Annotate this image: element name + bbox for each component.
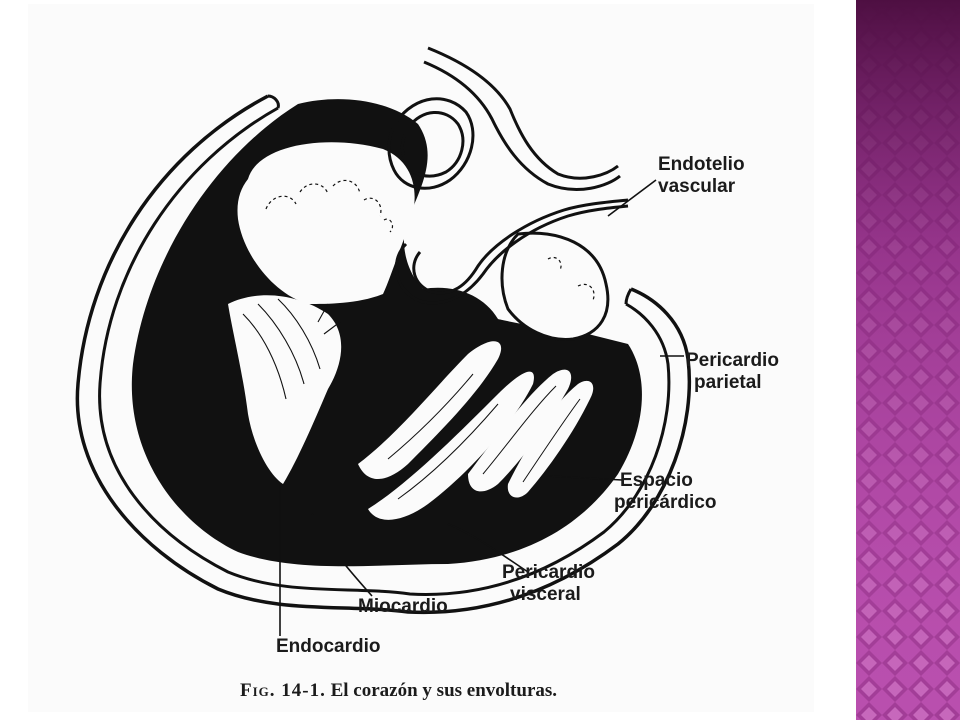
label-endocardio: Endocardio [276, 636, 381, 657]
label-miocardio: Miocardio [358, 596, 448, 617]
vessel-upper [427, 46, 619, 180]
label-pericardio-parietal: Pericardio parietal [686, 350, 779, 393]
diamond-pattern [856, 0, 960, 720]
caption-text: El corazón y sus envolturas. [330, 680, 558, 701]
atrium-cavity [237, 142, 415, 304]
leader-endotelio [607, 179, 657, 217]
vessel-loop [387, 97, 475, 190]
right-atrium [500, 231, 610, 341]
heart-diagram [75, 46, 692, 636]
pericardio-parietal-inner [98, 106, 671, 596]
ventricle-cavity-left [228, 295, 342, 484]
label-endotelio-vascular: Endotelio vascular [658, 154, 745, 197]
label-espacio-pericardico: Espacio pericárdico [614, 470, 717, 513]
label-pericardio-visceral: Pericardio visceral [502, 562, 595, 605]
figure-caption: Fig. 14-1. El corazón y sus envolturas. [240, 680, 557, 702]
caption-fig-label: Fig. 14-1. [240, 680, 326, 701]
vessel-lower [394, 204, 629, 305]
scanned-figure: Endotelio vascular Pericardio parietal E… [28, 4, 814, 712]
leader-miocardio [311, 513, 373, 597]
ventricle-cavity-right [358, 341, 502, 480]
pericardio-parietal-outer [75, 94, 692, 615]
leader-espacio [547, 475, 623, 481]
decorative-side-bar [856, 0, 960, 720]
leader-visceral [447, 523, 529, 573]
